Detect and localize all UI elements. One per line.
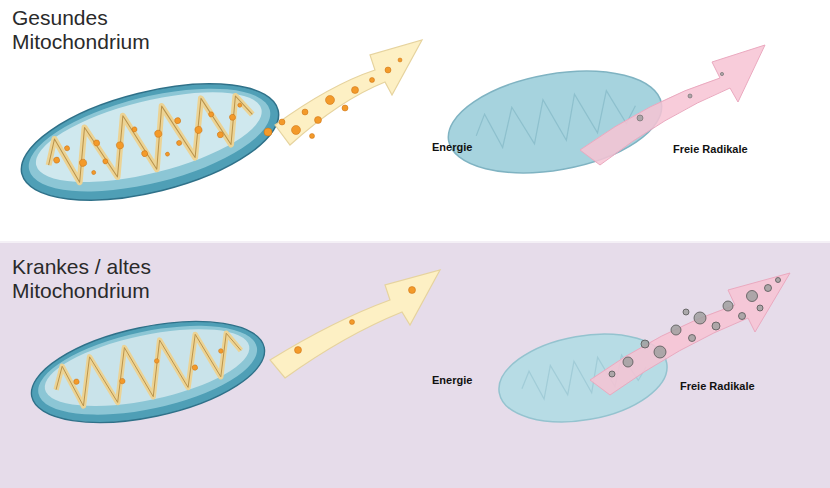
energy-arrow [279, 119, 285, 125]
radical-arrow [776, 278, 781, 283]
radical-arrow [765, 285, 772, 292]
energy-arrow [315, 117, 322, 124]
radical-arrow [689, 335, 696, 342]
mitochondrion-open [154, 130, 162, 138]
mitochondrion-open [165, 152, 170, 157]
arrow-label: Energie [432, 141, 472, 154]
energy-arrow [264, 58, 402, 139]
mitochondrion-open [141, 150, 148, 157]
panel-band: Krankes / altes Mitochondrium [0, 243, 830, 488]
radical-arrow [671, 325, 681, 335]
energy-arrow [264, 128, 272, 136]
radical-arrow [623, 357, 633, 367]
energy-arrow [270, 270, 440, 378]
mitochondrion-open [176, 140, 182, 146]
radical-arrow [641, 340, 649, 348]
energy-arrow [409, 287, 416, 294]
divider [0, 241, 830, 243]
mitochondrion-open [10, 62, 290, 223]
energy-arrow [295, 347, 302, 354]
mitochondrion-open [131, 126, 137, 132]
mitochondrion-open [22, 303, 273, 440]
panel-band: Gesundes Mitochondrium [0, 0, 830, 242]
mitochondrion-open [28, 74, 271, 200]
mitochondrion-open [119, 378, 125, 384]
mitochondrion-open [194, 126, 202, 134]
mitochondrion-open [53, 156, 60, 163]
radical-arrow [688, 94, 692, 98]
energy-arrow [275, 40, 422, 145]
energy-arrow [352, 87, 359, 94]
mitochondrion-open [79, 159, 87, 167]
mitochondrion-open [30, 309, 264, 431]
radical-arrow [654, 346, 666, 358]
mitochondrion-open [91, 170, 96, 175]
radical-arrow [580, 45, 765, 165]
mitochondrion-open [73, 378, 79, 384]
mitochondrion-open [229, 114, 236, 121]
mitochondrion-open [38, 314, 256, 421]
mitochondrion-open [50, 100, 249, 183]
energy-arrow [350, 320, 355, 325]
lavender-ground [0, 243, 830, 488]
radical-arrow [757, 305, 763, 311]
mitochondrion-open [217, 131, 224, 138]
energy-arrow [302, 109, 308, 115]
radical-arrow [720, 72, 723, 75]
radical-arrow [609, 371, 615, 377]
radical-arrow [723, 301, 733, 311]
mitochondrion-open [41, 85, 259, 194]
mitochondrion-open [10, 62, 290, 223]
mitochondrion-open [19, 68, 280, 211]
mitochondrion-open [102, 158, 108, 164]
radical-arrow [694, 312, 706, 324]
arrow-label: Freie Radikale [680, 380, 755, 393]
mitochondrion-open [116, 141, 124, 149]
mitochondrion-open [64, 145, 70, 151]
mitochondrion-open [50, 324, 246, 416]
radical-arrow [747, 291, 758, 302]
mitochondrion-closed [492, 322, 674, 434]
mitochondrion-open [174, 117, 181, 124]
mitochondrion-open [73, 345, 226, 396]
energy-arrow [398, 58, 402, 62]
panel-heading: Gesundes Mitochondrium [12, 6, 182, 54]
radical-arrow [590, 273, 790, 395]
radical-arrow [590, 273, 790, 395]
energy-arrow [342, 105, 348, 111]
mitochondrion-closed [492, 322, 674, 434]
mitochondrion-open [50, 324, 246, 416]
mitochondrion-open [93, 139, 100, 146]
energy-arrow [295, 287, 416, 354]
panel-heading: Krankes / altes Mitochondrium [12, 255, 182, 303]
energy-arrow [292, 126, 301, 135]
energy-arrow [310, 134, 315, 139]
radical-arrow [683, 309, 689, 315]
mitochondrion-open [208, 111, 214, 117]
energy-arrow [270, 270, 440, 378]
arrow-label: Energie [432, 374, 472, 387]
mitochondrion-open [218, 348, 223, 353]
radical-arrow [712, 322, 720, 330]
mitochondrion-open [154, 358, 159, 363]
arrow-label: Freie Radikale [673, 143, 748, 156]
mitochondrion-open [237, 103, 242, 108]
radical-arrow [637, 72, 724, 121]
energy-arrow [370, 78, 375, 83]
mitochondrion-open [41, 85, 259, 194]
energy-arrow [326, 96, 335, 105]
radical-arrow [637, 115, 643, 121]
mitochondrion-open [22, 303, 273, 440]
mitochondrion-open [192, 364, 198, 370]
energy-arrow [264, 40, 422, 145]
radical-arrow [609, 278, 781, 378]
radical-arrow [580, 45, 765, 165]
energy-arrow [385, 67, 391, 73]
radical-arrow [739, 313, 746, 320]
